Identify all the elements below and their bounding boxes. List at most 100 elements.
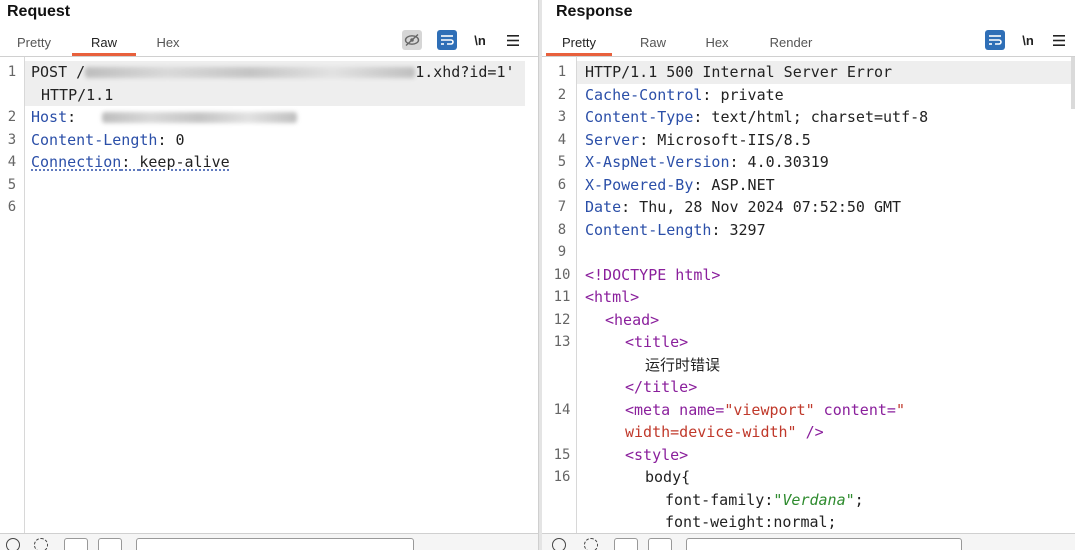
request-pane: Request Pretty Raw Hex \n 1 2 3 4 5 6 PO… xyxy=(0,3,538,550)
line-number: 4 xyxy=(7,154,17,170)
css-rule: font-weight:normal; xyxy=(665,513,837,531)
menu-icon[interactable] xyxy=(503,30,523,50)
response-header-line: X-Powered-By: ASP.NET xyxy=(585,174,775,197)
header-value: : Microsoft-IIS/8.5 xyxy=(639,130,811,149)
response-header-line: Server: Microsoft-IIS/8.5 xyxy=(585,129,811,152)
wrap-icon[interactable] xyxy=(985,30,1005,50)
header-key: Content-Length xyxy=(31,130,158,149)
line-number: 4 xyxy=(557,131,567,148)
response-pane: Response Pretty Raw Hex Render \n 1 2 3 … xyxy=(542,0,1075,550)
pane-splitter[interactable] xyxy=(538,0,542,550)
line-number: 2 xyxy=(557,86,567,103)
title-open-tag: <title> xyxy=(625,333,689,351)
title-text: 运行时错误 xyxy=(645,355,721,374)
next-match-button[interactable] xyxy=(648,538,672,550)
line-number: 5 xyxy=(557,154,567,170)
response-tab-hex[interactable]: Hex xyxy=(705,35,729,50)
header-key: X-Powered-By xyxy=(585,175,694,194)
head-tag: <head> xyxy=(605,310,660,329)
request-title: Request xyxy=(7,3,71,20)
line-number: 11 xyxy=(553,289,571,305)
search-input[interactable] xyxy=(686,538,962,550)
line-number: 5 xyxy=(7,176,17,193)
response-tab-pretty[interactable]: Pretty xyxy=(546,33,612,56)
meta-name-value: "viewport" xyxy=(724,400,815,419)
meta-content-quote: " xyxy=(895,400,905,419)
line-number: 8 xyxy=(557,221,567,238)
request-tab-hex[interactable]: Hex xyxy=(156,35,180,50)
header-key: Date xyxy=(585,198,622,216)
request-line-3: Content-Length: 0 xyxy=(31,129,185,152)
meta-content-attr: content= xyxy=(814,400,896,419)
line-number: 6 xyxy=(557,176,567,193)
scrollbar-thumb[interactable] xyxy=(1071,57,1075,109)
html-doctype: <!DOCTYPE html> xyxy=(585,265,721,284)
line-number: 3 xyxy=(7,131,17,148)
header-value: : text/html; charset=utf-8 xyxy=(693,108,929,126)
header-key: Content-Length xyxy=(585,220,712,239)
help-icon[interactable] xyxy=(6,538,20,550)
header-key: Connection xyxy=(31,153,122,171)
request-tab-pretty[interactable]: Pretty xyxy=(17,35,51,50)
line-number: 14 xyxy=(553,401,571,418)
line-number: 16 xyxy=(553,469,571,485)
request-toolbar: \n xyxy=(402,30,532,50)
newline-toggle-button[interactable]: \n xyxy=(1022,32,1034,48)
header-value: : 4.0.30319 xyxy=(729,153,829,171)
header-key: X-AspNet-Version xyxy=(585,153,730,171)
header-key: Server xyxy=(585,130,640,149)
header-key: Content-Type xyxy=(585,108,694,126)
request-method-path: POST / xyxy=(31,63,86,81)
meta-content-value: width=device-width" xyxy=(625,423,797,441)
response-bottom-bar xyxy=(542,533,1075,550)
css-selector: body{ xyxy=(645,468,691,486)
header-value: keep-alive xyxy=(139,153,230,171)
style-open-tag: <style> xyxy=(625,445,689,464)
response-tab-raw[interactable]: Raw xyxy=(639,35,666,50)
request-line-1-cont: HTTP/1.1 xyxy=(41,85,114,104)
response-gutter: 1 2 3 4 5 6 7 8 9 10 11 12 13 14 15 16 xyxy=(542,57,577,534)
meta-close: /> xyxy=(796,423,824,441)
request-bottom-bar xyxy=(0,533,538,550)
header-value: 0 xyxy=(175,130,185,149)
response-title: Response xyxy=(556,3,633,20)
html-tag: <html> xyxy=(585,288,640,306)
search-input[interactable] xyxy=(136,538,414,550)
line-number: 2 xyxy=(7,109,17,125)
wrap-icon[interactable] xyxy=(437,30,457,50)
response-editor[interactable]: 1 2 3 4 5 6 7 8 9 10 11 12 13 14 15 16 H… xyxy=(542,57,1075,534)
prev-match-button[interactable] xyxy=(614,538,638,550)
eye-slash-icon[interactable] xyxy=(402,30,422,50)
gear-icon[interactable] xyxy=(34,538,48,550)
request-line-2: Host: xyxy=(31,106,298,129)
gear-icon[interactable] xyxy=(584,538,598,550)
request-header-divider xyxy=(0,56,538,57)
line-number: 12 xyxy=(553,311,571,328)
response-header-line: X-AspNet-Version: 4.0.30319 xyxy=(585,151,829,174)
line-number: 7 xyxy=(557,199,567,215)
help-icon[interactable] xyxy=(552,538,566,550)
header-sep: : xyxy=(67,108,77,126)
response-header-line: Content-Type: text/html; charset=utf-8 xyxy=(585,106,928,129)
response-header-line: Content-Length: 3297 xyxy=(585,219,766,242)
request-tab-raw[interactable]: Raw xyxy=(72,33,136,56)
header-sep: : xyxy=(121,153,140,171)
response-tab-render[interactable]: Render xyxy=(769,35,813,50)
line-number: 10 xyxy=(553,266,571,283)
redacted-host xyxy=(102,112,298,123)
css-semicolon: ; xyxy=(854,490,864,509)
prev-match-button[interactable] xyxy=(64,538,88,550)
line-number: 13 xyxy=(553,334,571,350)
line-number: 15 xyxy=(553,446,571,463)
request-line-1: POST /1.xhd?id=1' xyxy=(31,61,515,84)
meta-tag-line-cont: width=device-width" /> xyxy=(625,421,824,444)
newline-toggle-button[interactable]: \n xyxy=(474,32,486,48)
response-header-line: Date: Thu, 28 Nov 2024 07:52:50 GMT xyxy=(585,196,901,219)
meta-name-attr: name= xyxy=(670,400,725,419)
response-header-divider xyxy=(542,56,1075,57)
menu-icon[interactable] xyxy=(1049,30,1069,50)
css-value: "Verdana" xyxy=(773,490,855,509)
line-number: 3 xyxy=(557,109,567,125)
request-editor[interactable]: 1 2 3 4 5 6 POST /1.xhd?id=1' HTTP/1.1 H… xyxy=(0,57,538,534)
next-match-button[interactable] xyxy=(98,538,122,550)
